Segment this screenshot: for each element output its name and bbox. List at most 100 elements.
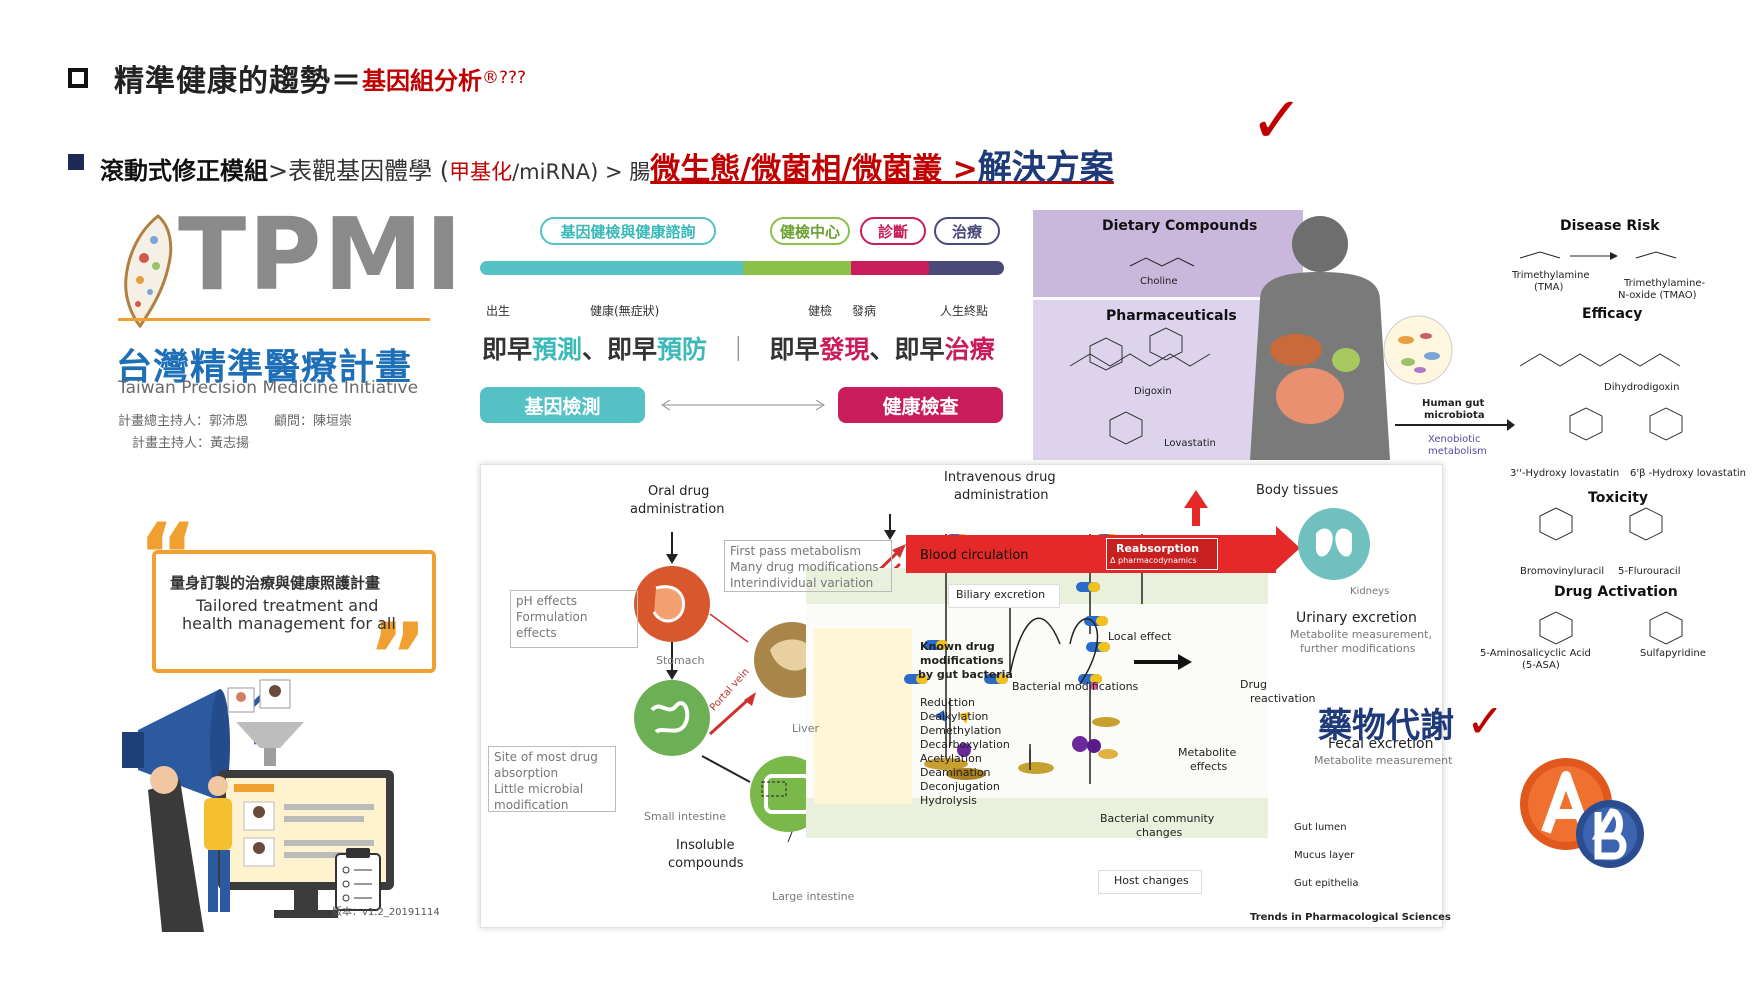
tpmi-name-zh: 台灣精準醫療計畫 <box>116 347 413 388</box>
drug-reactivation-1: Drug <box>1240 678 1267 691</box>
iv-drug-label-1: Intravenous drug <box>944 470 1056 485</box>
urinary-sub-2: further modifications <box>1300 642 1416 655</box>
body-tissues-label: Body tissues <box>1256 483 1339 498</box>
pill-genetic-checkup: 基因健檢與健康諮詢 <box>540 217 716 245</box>
sub-part-3: 甲基化 <box>449 160 513 184</box>
early-slogan: 即早預測、即早預防 ｜ 即早發現、即早治療 <box>482 330 995 366</box>
site-absorption-box <box>488 746 616 812</box>
pharmacodynamics-label: Δ pharmacodynamics <box>1110 556 1197 565</box>
drug-metabolism-text: 藥物代謝 <box>1318 706 1454 746</box>
tmao-abbr: N-oxide (TMAO) <box>1618 290 1697 301</box>
tpmi-divider <box>118 318 430 321</box>
sub-part-2: >表觀基因體學 ( <box>268 157 450 185</box>
first-pass-3: Interindividual variation <box>730 576 874 590</box>
fluorouracil-label: 5-Flurouracil <box>1618 566 1681 577</box>
tl-label-onset: 發病 <box>852 304 877 318</box>
care-banner-frame <box>152 550 436 673</box>
mod-demethylation: Demethylation <box>920 724 1002 737</box>
community-changes-2: changes <box>1136 826 1183 839</box>
telehealth-illustration <box>122 679 394 932</box>
gut-epithelia-label: Gut epithelia <box>1294 878 1359 889</box>
site-4: modification <box>494 798 569 812</box>
hydroxy-lovastatin-2: 6'β -Hydroxy lovastatin <box>1630 468 1747 479</box>
tma-abbr: (TMA) <box>1534 282 1564 293</box>
tpmi-name-en: Taiwan Precision Medicine Initiative <box>118 378 419 398</box>
sulfapyridine-label: Sulfapyridine <box>1640 648 1706 659</box>
checkmark-icon-2: ✓ <box>1465 694 1505 748</box>
community-changes-1: Bacterial community <box>1100 812 1215 825</box>
checkbox-square-icon <box>68 68 88 88</box>
pharmaceuticals-heading: Pharmaceuticals <box>1106 308 1237 324</box>
urinary-excretion-label: Urinary excretion <box>1296 610 1417 626</box>
care-zh-text: 量身訂製的治療與健康照護計畫 <box>170 574 381 592</box>
kidneys-label: Kidneys <box>1350 586 1390 597</box>
asa-label: 5-Aminosalicyclic Acid <box>1480 648 1591 659</box>
iv-drug-label-2: administration <box>954 488 1049 503</box>
insoluble-2: compounds <box>668 856 744 871</box>
subtitle-row: 滾動式修正模組 >表觀基因體學 ( 甲基化 /miRNA) > 腸 微生態/微菌… <box>68 140 1114 188</box>
ph-effects-1: pH effects <box>516 594 578 608</box>
care-en-line-2: health management for all <box>182 614 396 633</box>
title-mark: ®??? <box>482 68 527 88</box>
asa-abbr: (5-ASA) <box>1522 660 1560 671</box>
human-gut-label: Human gut <box>1422 398 1485 409</box>
host-changes-label: Host changes <box>1114 874 1189 887</box>
sub-part-4: /miRNA) > 腸 <box>512 160 651 184</box>
reabsorption-label: Reabsorption <box>1116 542 1200 555</box>
pill-checkup-center: 健檢中心 <box>770 217 850 245</box>
toxicity-heading: Toxicity <box>1588 490 1649 506</box>
xenobiotic-arrow-icon <box>1395 419 1515 431</box>
hydroxy-lovastatin-1: 3''-Hydroxy lovastatin <box>1510 468 1620 479</box>
sub-part-1: 滾動式修正模組 <box>100 157 268 185</box>
slogan-treat: 治療 <box>944 335 995 364</box>
ph-effects-2: Formulation <box>516 610 588 624</box>
slogan-g: 、即早 <box>869 335 945 364</box>
microbiota-icon <box>1383 315 1453 385</box>
xenobiotic-label: Xenobiotic <box>1428 434 1481 445</box>
liver-label: Liver <box>792 722 819 735</box>
insoluble-1: Insoluble <box>676 838 735 853</box>
open-quote-icon: “ <box>138 504 198 609</box>
known-mods-2: modifications <box>920 654 1004 667</box>
molecule-sketches <box>1069 257 1211 445</box>
large-intestine-label: Large intestine <box>772 890 855 903</box>
microbiota-label: microbiota <box>1424 410 1485 421</box>
first-pass-box <box>724 540 892 592</box>
human-silhouette-icon <box>1250 216 1390 460</box>
timeline-bar <box>480 261 1004 275</box>
mucus-layer-label: Mucus layer <box>1294 850 1355 861</box>
blood-circulation-label: Blood circulation <box>920 548 1029 563</box>
gene-test-button[interactable]: 基因檢測 <box>480 387 645 423</box>
fecal-excretion-label: Fecal excretion <box>1328 736 1434 752</box>
tpmi-credit-1: 計畫總主持人：郭沛恩 顧問：陳垣崇 <box>118 414 353 429</box>
tpmi-wordmark: TPMI <box>178 196 465 313</box>
tl-label-checkup: 健檢 <box>808 304 833 318</box>
health-check-button[interactable]: 健康檢查 <box>838 387 1003 423</box>
slogan-c: 、即早 <box>582 335 658 364</box>
slogan-detect: 發現 <box>819 335 870 364</box>
lovastatin-label: Lovastatin <box>1164 438 1216 449</box>
tpmi-credit-2: 計畫主持人：黃志揚 <box>132 436 250 451</box>
reabsorption-box <box>1106 538 1218 570</box>
title-text: 精準健康的趨勢＝ <box>114 64 362 99</box>
known-mods-3: by gut bacteria <box>918 668 1013 681</box>
tl-label-end: 人生終點 <box>940 304 989 318</box>
small-intestine-label: Small intestine <box>644 810 726 823</box>
sub-part-5: 微生態/微菌相/微菌叢 > <box>650 152 978 187</box>
mod-deconjugation: Deconjugation <box>920 780 1000 793</box>
care-en-line-1: Tailored treatment and <box>196 596 379 615</box>
slogan-prevent: 預防 <box>657 335 708 364</box>
checkmark-icon: ✓ <box>1250 84 1304 158</box>
slogan-predict: 預測 <box>532 335 583 364</box>
journal-credit: Trends in Pharmacological Sciences <box>1250 912 1451 923</box>
site-2: absorption <box>494 766 559 780</box>
drug-metabolism-label: 藥物代謝 ✓ <box>1318 694 1504 748</box>
biliary-box <box>948 584 1060 608</box>
ph-effects-box <box>510 590 638 648</box>
oral-drug-label-2: administration <box>630 502 725 517</box>
mod-deamination: Deamination <box>920 766 991 779</box>
sub-part-6: 解決方案 <box>977 148 1114 188</box>
fecal-sub-label: Metabolite measurement <box>1314 754 1453 767</box>
site-3: Little microbial <box>494 782 584 796</box>
metabolite-effects-1: Metabolite <box>1178 746 1237 759</box>
